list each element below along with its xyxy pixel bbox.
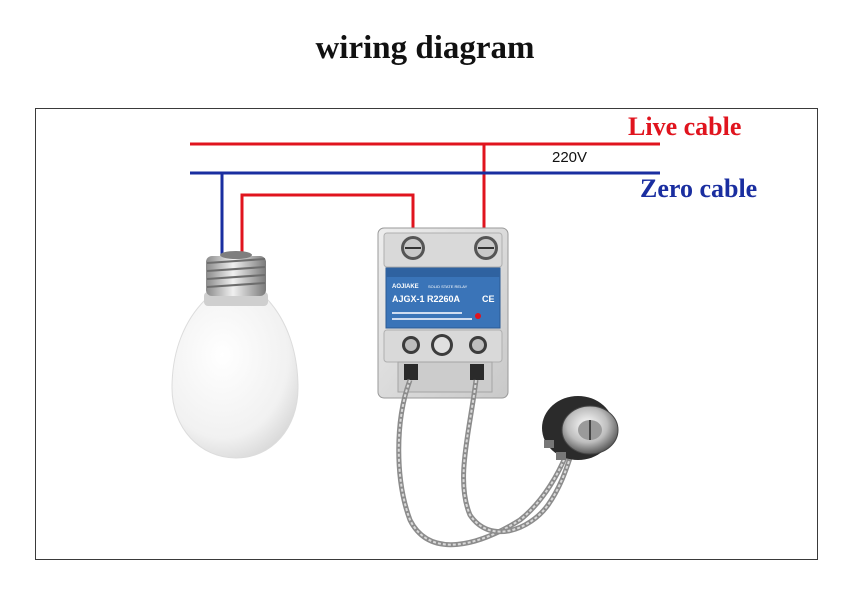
light-bulb-icon (171, 251, 299, 459)
relay-brand: AOJIAKE (392, 284, 419, 290)
zero-cable (190, 171, 660, 258)
zero-cable-label: Zero cable (640, 174, 758, 203)
diagram-title: wiring diagram (315, 30, 535, 66)
potentiometer-icon (542, 396, 619, 460)
live-cable (190, 142, 660, 228)
relay-type: SOLID STATE RELAY (428, 284, 468, 289)
potentiometer-leads (396, 379, 573, 548)
relay-ce-mark: CE (482, 294, 495, 304)
voltage-label: 220V (552, 149, 588, 166)
solid-state-relay-icon: AOJIAKE SOLID STATE RELAY AJGX-1 R2260A … (377, 227, 509, 399)
load-wire (240, 193, 415, 258)
diagram-frame (35, 108, 818, 560)
live-cable-label: Live cable (628, 112, 742, 141)
relay-model: AJGX-1 R2260A (392, 294, 461, 304)
